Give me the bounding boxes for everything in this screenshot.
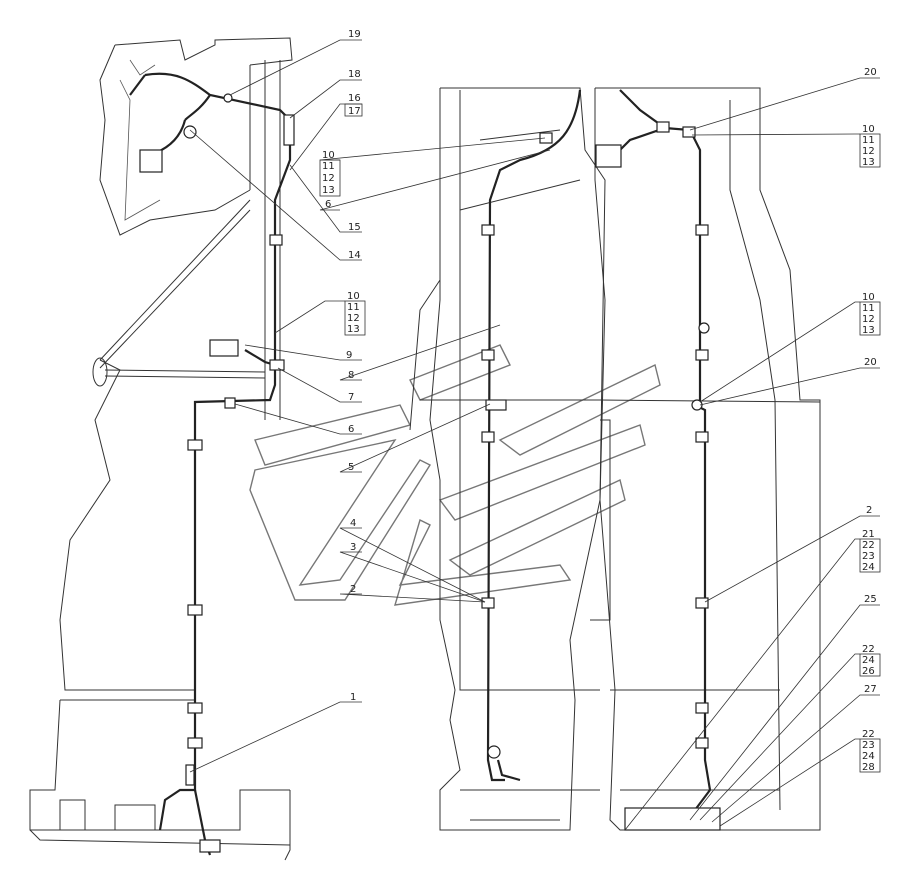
callout-11: 11 <box>322 161 335 172</box>
callout-25: 25 <box>864 594 877 605</box>
callout-13: 13 <box>862 157 875 168</box>
callout-22: 22 <box>862 729 875 740</box>
callout-15: 15 <box>348 222 361 233</box>
callout-26: 26 <box>862 666 875 677</box>
callout-5: 5 <box>348 462 354 473</box>
watermark-logo <box>249 344 661 606</box>
callout-23: 23 <box>862 551 875 562</box>
callout-6: 6 <box>325 199 331 210</box>
right-harness <box>595 89 721 831</box>
callout-12: 12 <box>347 313 360 324</box>
middle-view-outline <box>409 87 606 831</box>
callout-13: 13 <box>347 324 360 335</box>
callout-22: 22 <box>862 540 875 551</box>
leader-lines <box>189 39 880 831</box>
callout-2: 2 <box>866 505 872 516</box>
callout-stack-a: 10 11 12 13 <box>319 150 341 197</box>
callout-14: 14 <box>348 250 361 261</box>
callout-7: 7 <box>348 392 354 403</box>
left-view-outline <box>29 37 293 861</box>
callout-10: 10 <box>862 292 875 303</box>
callout-10: 10 <box>322 150 335 161</box>
right-view-outline <box>420 87 821 831</box>
callout-12: 12 <box>862 146 875 157</box>
callout-17: 17 <box>348 106 361 117</box>
callout-19: 19 <box>348 29 361 40</box>
callouts-right: 20 10 11 12 13 10 11 12 13 20 2 21 22 23… <box>859 67 881 773</box>
callout-21: 21 <box>862 529 875 540</box>
callout-13: 13 <box>322 185 335 196</box>
callout-24: 24 <box>862 562 875 573</box>
left-harness <box>129 72 295 856</box>
callout-12: 12 <box>322 173 335 184</box>
callout-28: 28 <box>862 762 875 773</box>
callout-2: 2 <box>350 584 356 595</box>
middle-harness <box>481 89 582 782</box>
callout-18: 18 <box>348 69 361 80</box>
callout-8: 8 <box>348 370 354 381</box>
callout-27: 27 <box>864 684 877 695</box>
callout-16: 16 <box>348 93 361 104</box>
callout-3: 3 <box>350 542 356 553</box>
callout-9: 9 <box>346 350 352 361</box>
callout-22: 22 <box>862 644 875 655</box>
callout-11: 11 <box>862 135 875 146</box>
callout-24: 24 <box>862 655 875 666</box>
callouts-left: 19 18 16 17 10 11 12 13 6 15 14 10 11 12… <box>319 29 366 703</box>
callout-11: 11 <box>347 302 360 313</box>
callout-20: 20 <box>864 67 877 78</box>
callout-20: 20 <box>864 357 877 368</box>
callout-stack-b: 10 11 12 13 <box>344 291 366 336</box>
callout-11: 11 <box>862 303 875 314</box>
callout-12: 12 <box>862 314 875 325</box>
callout-10: 10 <box>862 124 875 135</box>
callout-1: 1 <box>350 692 356 703</box>
callout-4: 4 <box>350 518 356 529</box>
callout-6: 6 <box>348 424 354 435</box>
callout-23: 23 <box>862 740 875 751</box>
callout-10: 10 <box>347 291 360 302</box>
callout-13: 13 <box>862 325 875 336</box>
callout-24: 24 <box>862 751 875 762</box>
